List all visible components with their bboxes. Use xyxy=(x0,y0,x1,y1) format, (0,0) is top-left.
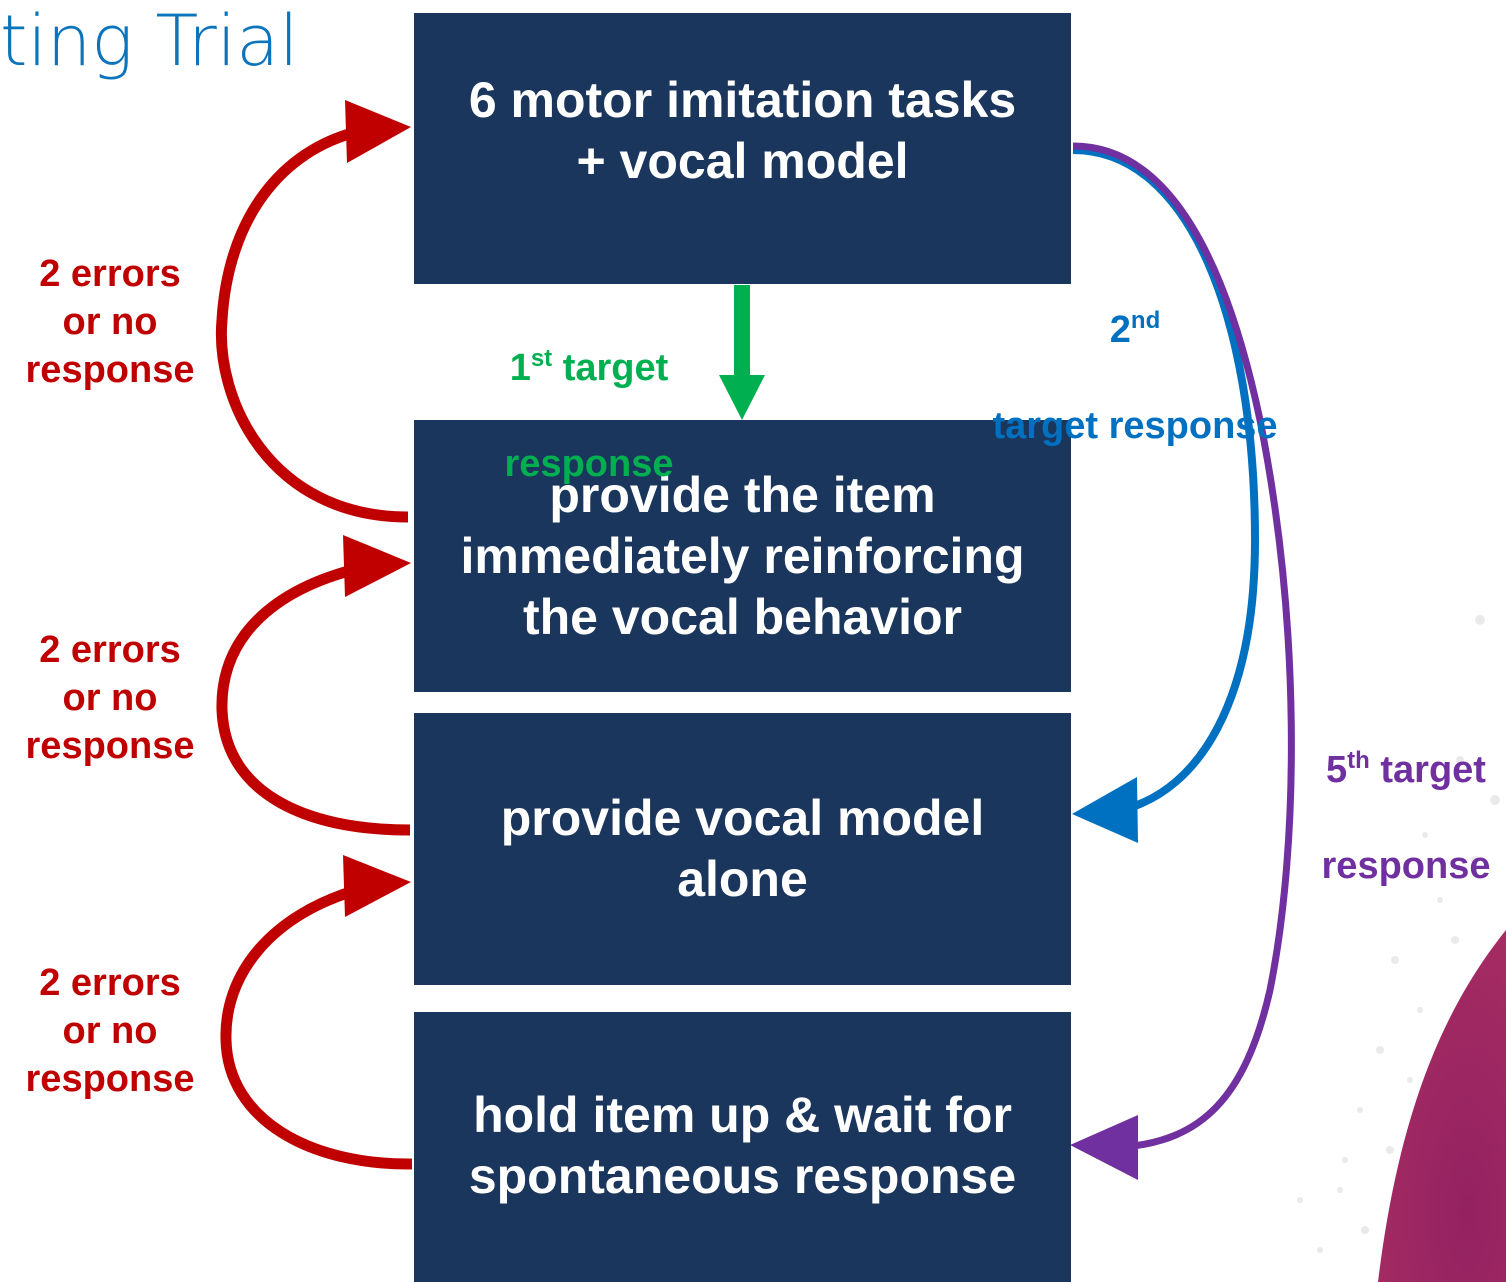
first-label-line2: response xyxy=(504,443,674,485)
step-box-vocal-model-alone: provide vocal model alone xyxy=(414,713,1071,985)
second-target-label: 2nd target response xyxy=(960,258,1310,450)
error-loop-2-arrowhead xyxy=(343,535,411,597)
step-box-motor-imitation: 6 motor imitation tasks + vocal model xyxy=(414,13,1071,284)
step-box-label: 6 motor imitation tasks + vocal model xyxy=(468,72,1017,189)
second-ordinal-suffix: nd xyxy=(1130,307,1161,334)
error-loop-1-arrowhead xyxy=(345,100,411,163)
second-arrowhead xyxy=(1072,777,1138,843)
first-target-label: 1st target response xyxy=(484,296,694,488)
step-box-provide-item: provide the item immediately reinforcing… xyxy=(414,420,1071,692)
error-label-1: 2 errors or no response xyxy=(25,253,195,391)
fifth-target-label: 5th target response xyxy=(1306,698,1506,890)
fifth-arrow-line xyxy=(1072,142,1295,1151)
fifth-label-text: target xyxy=(1369,749,1486,791)
error-loop-3-arrowhead xyxy=(343,855,411,917)
error-loop-3-line xyxy=(220,883,413,1170)
second-label-line2: target response xyxy=(992,405,1278,447)
slide-title: ting Trial xyxy=(0,0,299,82)
step-box-label: hold item up & wait for spontaneous resp… xyxy=(468,1087,1017,1204)
error-loop-1-line xyxy=(215,125,409,523)
step-box-label: provide the item immediately reinforcing… xyxy=(460,466,1025,645)
first-ordinal-suffix: st xyxy=(530,345,553,372)
first-arrow-shaft xyxy=(734,285,750,380)
fifth-ordinal-suffix: th xyxy=(1347,747,1370,774)
error-label-2: 2 errors or no response xyxy=(25,629,195,767)
decorative-dots xyxy=(1297,615,1500,1253)
first-label-text: target xyxy=(552,347,669,389)
first-arrowhead xyxy=(719,375,765,420)
decorative-shape xyxy=(1378,930,1506,1282)
error-loop-2-line xyxy=(216,562,411,836)
step-box-label: provide vocal model alone xyxy=(500,790,985,907)
second-arrow-line xyxy=(1072,146,1260,814)
error-label-3: 2 errors or no response xyxy=(25,962,195,1100)
second-ordinal-num: 2 xyxy=(1109,309,1131,351)
step-box-hold-item-up: hold item up & wait for spontaneous resp… xyxy=(414,1012,1071,1282)
fifth-label-line2: response xyxy=(1321,845,1491,887)
fifth-ordinal-num: 5 xyxy=(1326,749,1348,791)
first-ordinal-num: 1 xyxy=(509,347,531,389)
fifth-arrowhead xyxy=(1070,1115,1138,1180)
